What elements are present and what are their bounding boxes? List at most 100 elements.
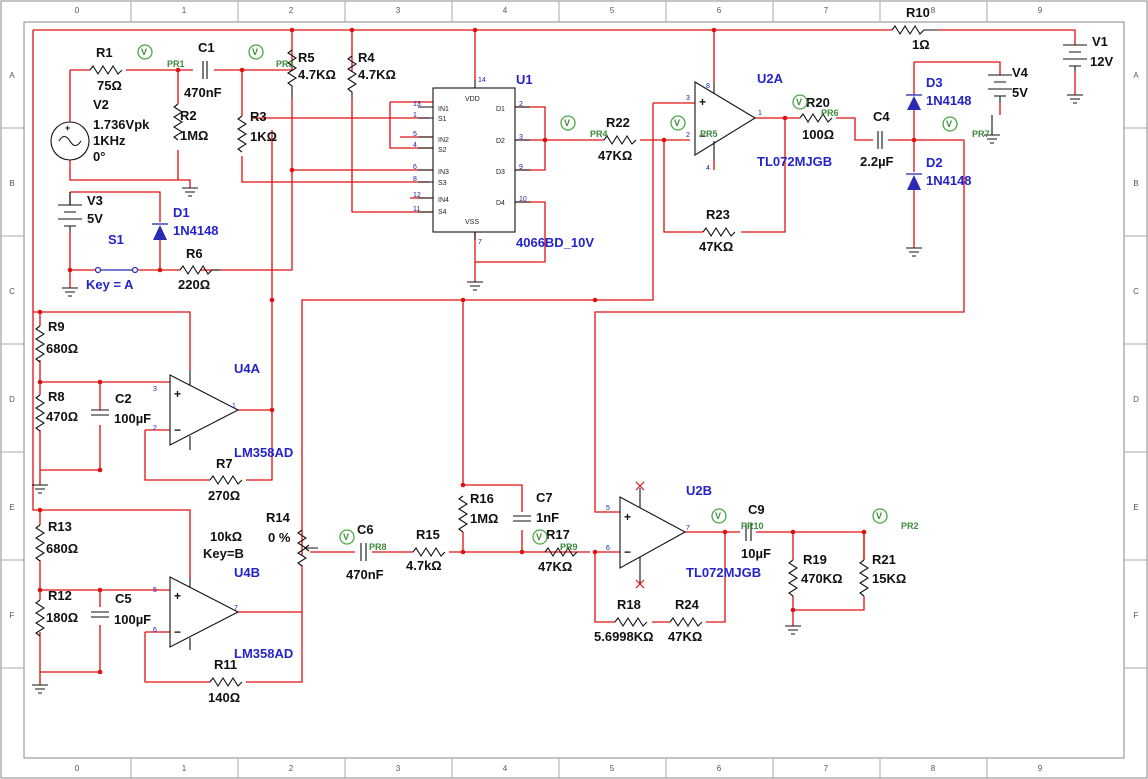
- svg-text:5V: 5V: [1012, 85, 1028, 100]
- resistor-r10[interactable]: R10 1Ω: [891, 5, 938, 52]
- probe-pr3[interactable]: V PR3: [248, 44, 294, 69]
- diode-d3[interactable]: D3 1N4148: [906, 75, 972, 110]
- svg-text:U2A: U2A: [757, 71, 784, 86]
- svg-text:2.2µF: 2.2µF: [860, 154, 894, 169]
- probe-pr10[interactable]: V PR10: [711, 508, 764, 531]
- svg-text:C1: C1: [198, 40, 215, 55]
- resistor-r24[interactable]: R24 47KΩ: [668, 597, 703, 644]
- probe-pr9[interactable]: V PR9: [532, 529, 578, 552]
- svg-text:1KHz: 1KHz: [93, 133, 126, 148]
- probe-pr4[interactable]: V PR4: [560, 115, 608, 139]
- svg-text:13: 13: [413, 101, 421, 108]
- capacitor-c9[interactable]: C9 10µF: [741, 502, 771, 561]
- resistor-r23[interactable]: R23 47KΩ: [699, 207, 736, 254]
- resistor-r4[interactable]: R4 4.7KΩ: [346, 50, 396, 98]
- resistor-r15[interactable]: R15 4.7kΩ: [406, 527, 446, 573]
- svg-text:R1: R1: [96, 45, 113, 60]
- column-label: 2: [289, 764, 294, 773]
- svg-text:1.736Vpk: 1.736Vpk: [93, 117, 150, 132]
- svg-text:1Ω: 1Ω: [912, 37, 930, 52]
- probe-pr1[interactable]: V PR1: [137, 44, 185, 69]
- diode-d2[interactable]: D2 1N4148: [906, 155, 972, 190]
- svg-text:LM358AD: LM358AD: [234, 445, 293, 460]
- svg-text:IN4: IN4: [438, 197, 449, 204]
- ac-source-v2[interactable]: + V2 1.736Vpk 1KHz 0°: [50, 97, 150, 164]
- resistor-r20[interactable]: R20 100Ω: [799, 95, 834, 142]
- capacitor-c2[interactable]: C2 100µF: [91, 391, 151, 426]
- probe-pr6[interactable]: V PR6: [792, 94, 839, 118]
- resistor-r18[interactable]: R18 5.6998KΩ: [594, 597, 654, 644]
- potentiometer-r14[interactable]: R14 0 % 10kΩ Key=B: [203, 510, 318, 567]
- column-label: 6: [717, 764, 722, 773]
- dc-source-v3[interactable]: V3 5V: [58, 192, 103, 232]
- svg-text:C6: C6: [357, 522, 374, 537]
- dc-source-v1[interactable]: V1 12V: [1063, 34, 1113, 72]
- column-label: 7: [824, 6, 829, 15]
- resistor-r17[interactable]: R17 47KΩ: [538, 527, 578, 574]
- svg-text:7: 7: [478, 239, 482, 246]
- opamp-u4a[interactable]: + − 3 2 1 U4A LM358AD: [153, 361, 293, 460]
- svg-text:S1: S1: [438, 116, 447, 123]
- resistor-r11[interactable]: R11 140Ω: [208, 657, 243, 705]
- row-label: F: [1134, 611, 1139, 620]
- column-label: 7: [824, 764, 829, 773]
- capacitor-c5[interactable]: C5 100µF: [91, 591, 151, 627]
- resistor-r9[interactable]: R9 680Ω: [34, 319, 78, 363]
- svg-text:47KΩ: 47KΩ: [598, 148, 632, 163]
- svg-text:R15: R15: [416, 527, 440, 542]
- opamp-u2b[interactable]: + − 5 6 7 U2B TL072MJGB: [606, 481, 761, 589]
- svg-text:R10: R10: [906, 5, 930, 20]
- resistor-r3[interactable]: R3 1KΩ: [236, 109, 277, 153]
- svg-text:470KΩ: 470KΩ: [801, 571, 843, 586]
- resistor-r8[interactable]: R8 470Ω: [34, 389, 78, 432]
- resistor-r16[interactable]: R16 1MΩ: [457, 491, 498, 533]
- svg-text:V3: V3: [87, 193, 103, 208]
- row-label: B: [1133, 179, 1138, 188]
- probe-pr2[interactable]: V PR2: [872, 508, 919, 531]
- resistor-r22[interactable]: R22 47KΩ: [598, 115, 637, 163]
- capacitor-c7[interactable]: C7 1nF: [513, 490, 559, 525]
- opamp-u4b[interactable]: + − 5 6 7 U4B LM358AD: [153, 565, 293, 661]
- capacitor-c6[interactable]: C6 470nF: [346, 522, 384, 582]
- resistor-r7[interactable]: R7 270Ω: [208, 456, 243, 503]
- svg-text:+: +: [624, 510, 631, 524]
- svg-text:D1: D1: [496, 106, 505, 113]
- resistor-r21[interactable]: R21 15KΩ: [858, 552, 906, 597]
- svg-text:PR7: PR7: [972, 129, 990, 139]
- row-label: A: [9, 71, 15, 80]
- svg-text:47KΩ: 47KΩ: [668, 629, 702, 644]
- probe-pr8[interactable]: V PR8: [339, 529, 387, 552]
- resistor-r13[interactable]: R13 680Ω: [34, 519, 78, 562]
- dc-source-v4[interactable]: V4 5V: [988, 65, 1029, 102]
- opamp-u2a[interactable]: + − 3 2 1 8 4 U2A TL072MJGB: [686, 71, 832, 172]
- resistor-r2[interactable]: R2 1MΩ: [172, 103, 208, 143]
- column-label: 1: [182, 764, 187, 773]
- svg-text:5: 5: [606, 505, 610, 512]
- resistor-r12[interactable]: R12 180Ω: [34, 588, 78, 637]
- switch-s1[interactable]: S1 Key = A: [86, 232, 139, 292]
- capacitor-c1[interactable]: C1 470nF: [184, 40, 222, 100]
- svg-text:D2: D2: [496, 138, 505, 145]
- svg-text:V: V: [141, 47, 147, 57]
- svg-text:R22: R22: [606, 115, 630, 130]
- resistor-r1[interactable]: R1 75Ω: [89, 45, 123, 93]
- svg-text:R9: R9: [48, 319, 65, 334]
- svg-text:IN3: IN3: [438, 169, 449, 176]
- svg-text:140Ω: 140Ω: [208, 690, 240, 705]
- resistor-r19[interactable]: R19 470KΩ: [787, 552, 843, 597]
- resistor-r5[interactable]: R5 4.7KΩ: [286, 49, 336, 98]
- svg-text:0°: 0°: [93, 149, 105, 164]
- svg-text:+: +: [174, 589, 181, 603]
- diode-d1[interactable]: D1 1N4148: [152, 205, 219, 240]
- svg-text:S2: S2: [438, 147, 447, 154]
- resistor-r6[interactable]: R6 220Ω: [178, 246, 220, 292]
- ic-u1-4066[interactable]: VDD VSS IN1 S1 IN2 S2 IN3 S3 IN4 S4 D1 D…: [413, 72, 594, 250]
- svg-text:8: 8: [706, 83, 710, 90]
- probe-pr7[interactable]: V PR7: [942, 116, 990, 139]
- capacitor-c4[interactable]: C4 2.2µF: [860, 109, 894, 169]
- svg-text:3: 3: [686, 95, 690, 102]
- svg-text:11: 11: [413, 206, 420, 213]
- probe-pr5[interactable]: V PR5: [670, 115, 718, 139]
- svg-text:S1: S1: [108, 232, 124, 247]
